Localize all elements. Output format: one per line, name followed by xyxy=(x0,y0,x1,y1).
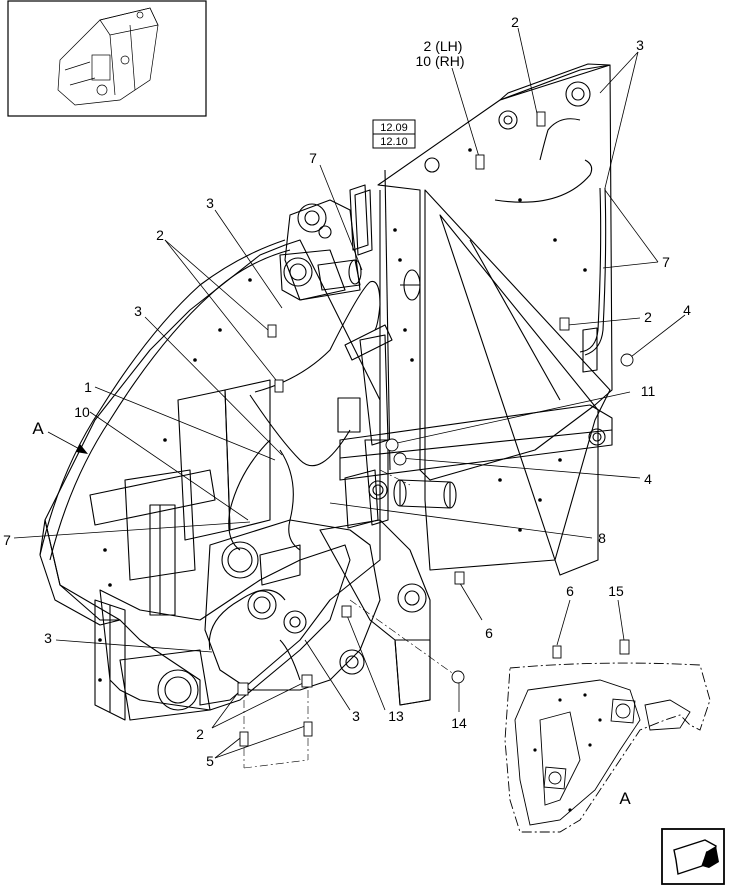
callout-11: 11 xyxy=(641,383,656,399)
callout-13: 13 xyxy=(388,708,404,724)
callout-7-top: 7 xyxy=(309,150,317,166)
callout-2-upper: 2 xyxy=(156,227,164,243)
callout-2-right: 2 xyxy=(644,309,652,325)
detail-view-a xyxy=(504,662,711,833)
callout-2-lh: 2 (LH) xyxy=(424,38,463,54)
callout-2-top: 2 xyxy=(511,14,519,30)
callout-6-mid: 6 xyxy=(485,625,493,641)
view-a-detail-label: A xyxy=(619,789,631,808)
callout-3-upper: 3 xyxy=(206,195,214,211)
callout-10: 10 xyxy=(74,404,90,420)
page-reference-box[interactable]: 12.09 12.10 xyxy=(372,119,416,149)
callouts: 2 (LH) 10 (RH) 2 3 7 3 2 7 3 2 4 1 10 11… xyxy=(3,14,691,769)
callout-4-mid: 4 xyxy=(644,471,652,487)
overview-thumbnail xyxy=(7,0,207,117)
callout-7-right: 7 xyxy=(662,254,670,270)
callout-4-right: 4 xyxy=(683,302,691,318)
next-page-arrow-icon[interactable] xyxy=(661,828,725,885)
ref-12-09[interactable]: 12.09 xyxy=(380,122,408,134)
callout-15: 15 xyxy=(608,583,624,599)
view-a-arrow-label: A xyxy=(32,419,44,438)
callout-3-low: 3 xyxy=(44,630,52,646)
callout-14: 14 xyxy=(451,715,467,731)
callout-6-detail: 6 xyxy=(566,583,574,599)
machine-frame xyxy=(39,63,613,721)
callout-2-bottom: 2 xyxy=(196,726,204,742)
fittings xyxy=(237,111,634,747)
leader-lines xyxy=(13,27,686,759)
callout-10-rh: 10 (RH) xyxy=(415,53,464,69)
callout-3-mid: 3 xyxy=(134,303,142,319)
callout-7-left: 7 xyxy=(3,532,11,548)
callout-3-topright: 3 xyxy=(636,37,644,53)
callout-5: 5 xyxy=(206,753,214,769)
callout-8: 8 xyxy=(598,530,606,546)
ref-12-10[interactable]: 12.10 xyxy=(380,136,408,148)
callout-3-bottom: 3 xyxy=(352,708,360,724)
callout-1: 1 xyxy=(84,379,92,395)
view-arrow-head xyxy=(76,444,88,454)
phantom-lines xyxy=(243,469,456,769)
